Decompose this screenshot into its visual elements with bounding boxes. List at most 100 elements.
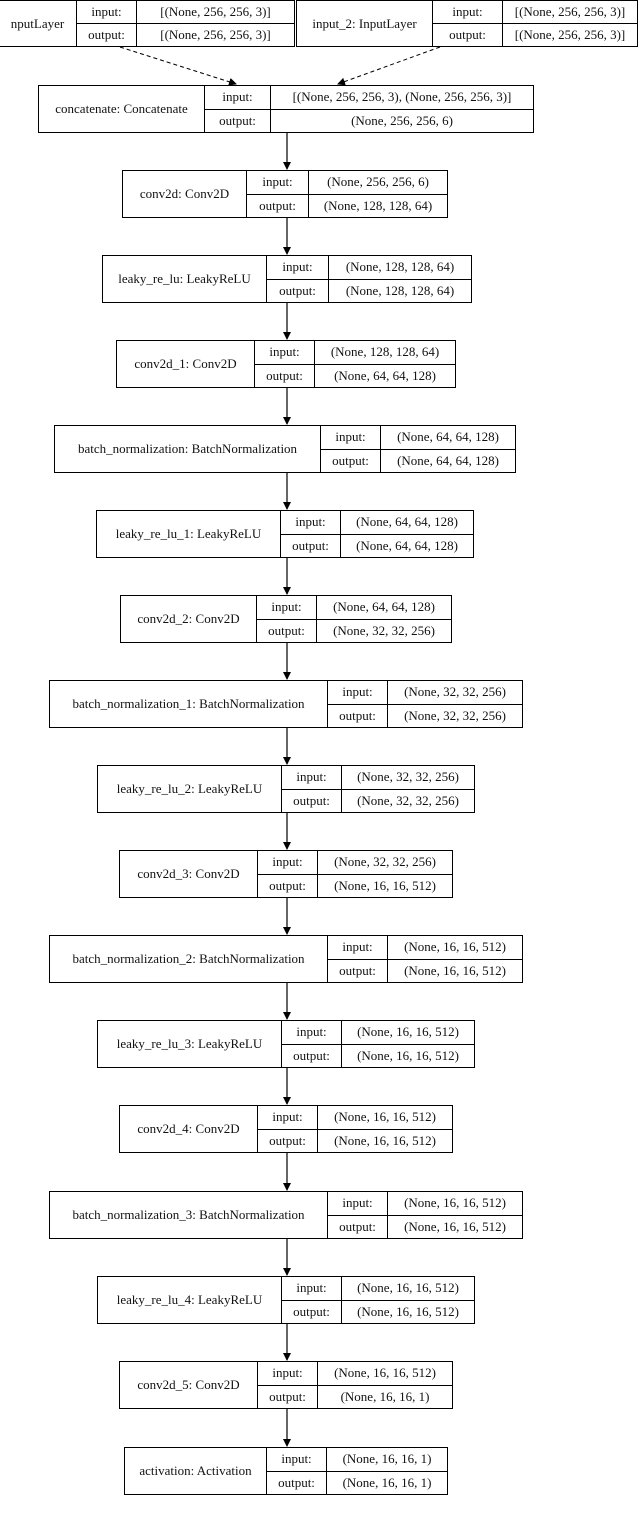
output-shape: (None, 32, 32, 256) (342, 788, 474, 813)
input-shape: (None, 16, 16, 512) (334, 1365, 436, 1381)
shape-values: (None, 256, 256, 6) (None, 128, 128, 64) (309, 171, 447, 217)
input-shape: (None, 64, 64, 128) (333, 599, 435, 615)
layer-name: conv2d_4: Conv2D (120, 1106, 258, 1152)
input-label: input: (272, 1365, 303, 1381)
shape-values: (None, 64, 64, 128) (None, 32, 32, 256) (317, 596, 451, 642)
input-shape: (None, 256, 256, 6) (327, 174, 429, 190)
output-shape: (None, 64, 64, 128) (315, 363, 455, 388)
layer-node-activation: activation: Activation input: output:(None… (124, 1447, 448, 1495)
input-shape: (None, 32, 32, 256) (404, 684, 506, 700)
shape-values: (None, 64, 64, 128)(None, 64, 64, 128) (341, 511, 473, 557)
layer-name: leaky_re_lu_1: LeakyReLU (97, 511, 281, 557)
shape-values: (None, 128, 128, 64) (None, 128, 128, 64) (329, 256, 471, 302)
io-labels: input: output: (433, 1, 503, 46)
output-label: output: (321, 448, 380, 473)
io-labels: input: output: (267, 1448, 327, 1494)
input-shape: [(None, 256, 256, 3)] (514, 4, 626, 19)
layer-name: concatenate: Concatenate (39, 86, 205, 132)
shape-values: [(None, 256, 256, 3)] [(None, 256, 256, 3… (137, 1, 294, 46)
output-shape: (None, 128, 128, 64) (309, 193, 447, 218)
input-shape: [(None, 256, 256, 3)] (160, 4, 271, 19)
io-labels: input:output: (321, 426, 381, 472)
shape-values: (None, 32, 32, 256)(None, 32, 32, 256) (342, 766, 474, 812)
io-labels: input:output: (328, 681, 388, 727)
shape-values: [(None, 256, 256, 3)][(None, 256, 256, 3… (503, 1, 637, 46)
input-label: input: (296, 1024, 327, 1040)
output-label: output: (282, 788, 341, 813)
shape-values: (None, 16, 16, 512)(None, 16, 16, 512) (342, 1021, 474, 1067)
layer-name: batch_normalization_1: BatchNormalizatio… (50, 681, 328, 727)
output-label: output: (267, 1470, 326, 1495)
layer-node-batch-normalization-3: batch_normalization_3: BatchNormalizatio… (49, 1191, 523, 1239)
shape-values: (None, 16, 16, 512)(None, 16, 16, 512) (388, 936, 522, 982)
input-label: input: (272, 854, 303, 870)
output-label: output: (205, 108, 270, 133)
input-label: input: (271, 599, 302, 615)
input-label: input: (452, 4, 483, 19)
layer-name: activation: Activation (125, 1448, 267, 1494)
layer-name: conv2d_5: Conv2D (120, 1362, 258, 1408)
input-label: input: (296, 769, 327, 785)
input-shape: (None, 32, 32, 256) (334, 854, 436, 870)
output-label: output: (258, 873, 317, 898)
edge-input-1-to-concatenate (119, 46, 237, 86)
output-label: output: (77, 23, 136, 46)
layer-node-batch-normalization-2: batch_normalization_2: BatchNormalizatio… (49, 935, 523, 983)
shape-values: (None, 16, 16, 1)(None, 16, 16, 1) (327, 1448, 447, 1494)
output-label: output: (433, 23, 502, 46)
io-labels: input:output: (258, 1106, 318, 1152)
input-shape: (None, 128, 128, 64) (345, 259, 455, 275)
input-shape: (None, 16, 16, 512) (334, 1109, 436, 1125)
output-shape: (None, 128, 128, 64) (329, 278, 471, 303)
output-label: output: (247, 193, 308, 218)
edge-input-2-to-concatenate (337, 46, 441, 86)
layer-name: conv2d: Conv2D (123, 171, 247, 217)
io-labels: input: output: (258, 851, 318, 897)
input-shape: (None, 16, 16, 512) (357, 1280, 459, 1296)
shape-values: (None, 16, 16, 512)(None, 16, 16, 512) (342, 1277, 474, 1323)
input-shape: (None, 16, 16, 512) (357, 1024, 459, 1040)
io-labels: input:output: (328, 1192, 388, 1238)
layer-node-batch-normalization-1: batch_normalization_1: BatchNormalizatio… (49, 680, 523, 728)
input-label: input: (281, 1451, 312, 1467)
output-shape: (None, 16, 16, 1) (318, 1384, 452, 1409)
input-label: input: (282, 259, 313, 275)
io-labels: input:output: (281, 511, 341, 557)
output-label: output: (257, 618, 316, 643)
input-label: input: (342, 684, 373, 700)
layer-name: nputLayer (0, 1, 77, 46)
io-labels: input:output: (205, 86, 271, 132)
output-label: output: (281, 533, 340, 558)
shape-values: [(None, 256, 256, 3), (None, 256, 256, 3… (271, 86, 533, 132)
output-shape: (None, 16, 16, 1) (327, 1470, 447, 1495)
output-label: output: (267, 278, 328, 303)
output-shape: (None, 32, 32, 256) (317, 618, 451, 643)
output-label: output: (328, 1214, 387, 1239)
input-shape: [(None, 256, 256, 3), (None, 256, 256, 3… (292, 89, 512, 105)
shape-values: (None, 64, 64, 128)(None, 64, 64, 128) (381, 426, 515, 472)
output-label: output: (255, 363, 314, 388)
output-shape: [(None, 256, 256, 3)] (137, 23, 294, 46)
layer-name: batch_normalization_2: BatchNormalizatio… (50, 936, 328, 982)
io-labels: input:output: (77, 1, 137, 46)
output-shape: (None, 16, 16, 512) (318, 1128, 452, 1153)
io-labels: input: output: (267, 256, 329, 302)
shape-values: (None, 32, 32, 256)(None, 16, 16, 512) (318, 851, 452, 897)
shape-values: (None, 16, 16, 512) (None, 16, 16, 1) (318, 1362, 452, 1408)
output-shape: (None, 256, 256, 6) (271, 108, 533, 133)
io-labels: input: output: (282, 766, 342, 812)
shape-values: (None, 16, 16, 512)(None, 16, 16, 512) (388, 1192, 522, 1238)
output-label: output: (328, 958, 387, 983)
io-labels: input:output: (258, 1362, 318, 1408)
input-label: input: (296, 1280, 327, 1296)
